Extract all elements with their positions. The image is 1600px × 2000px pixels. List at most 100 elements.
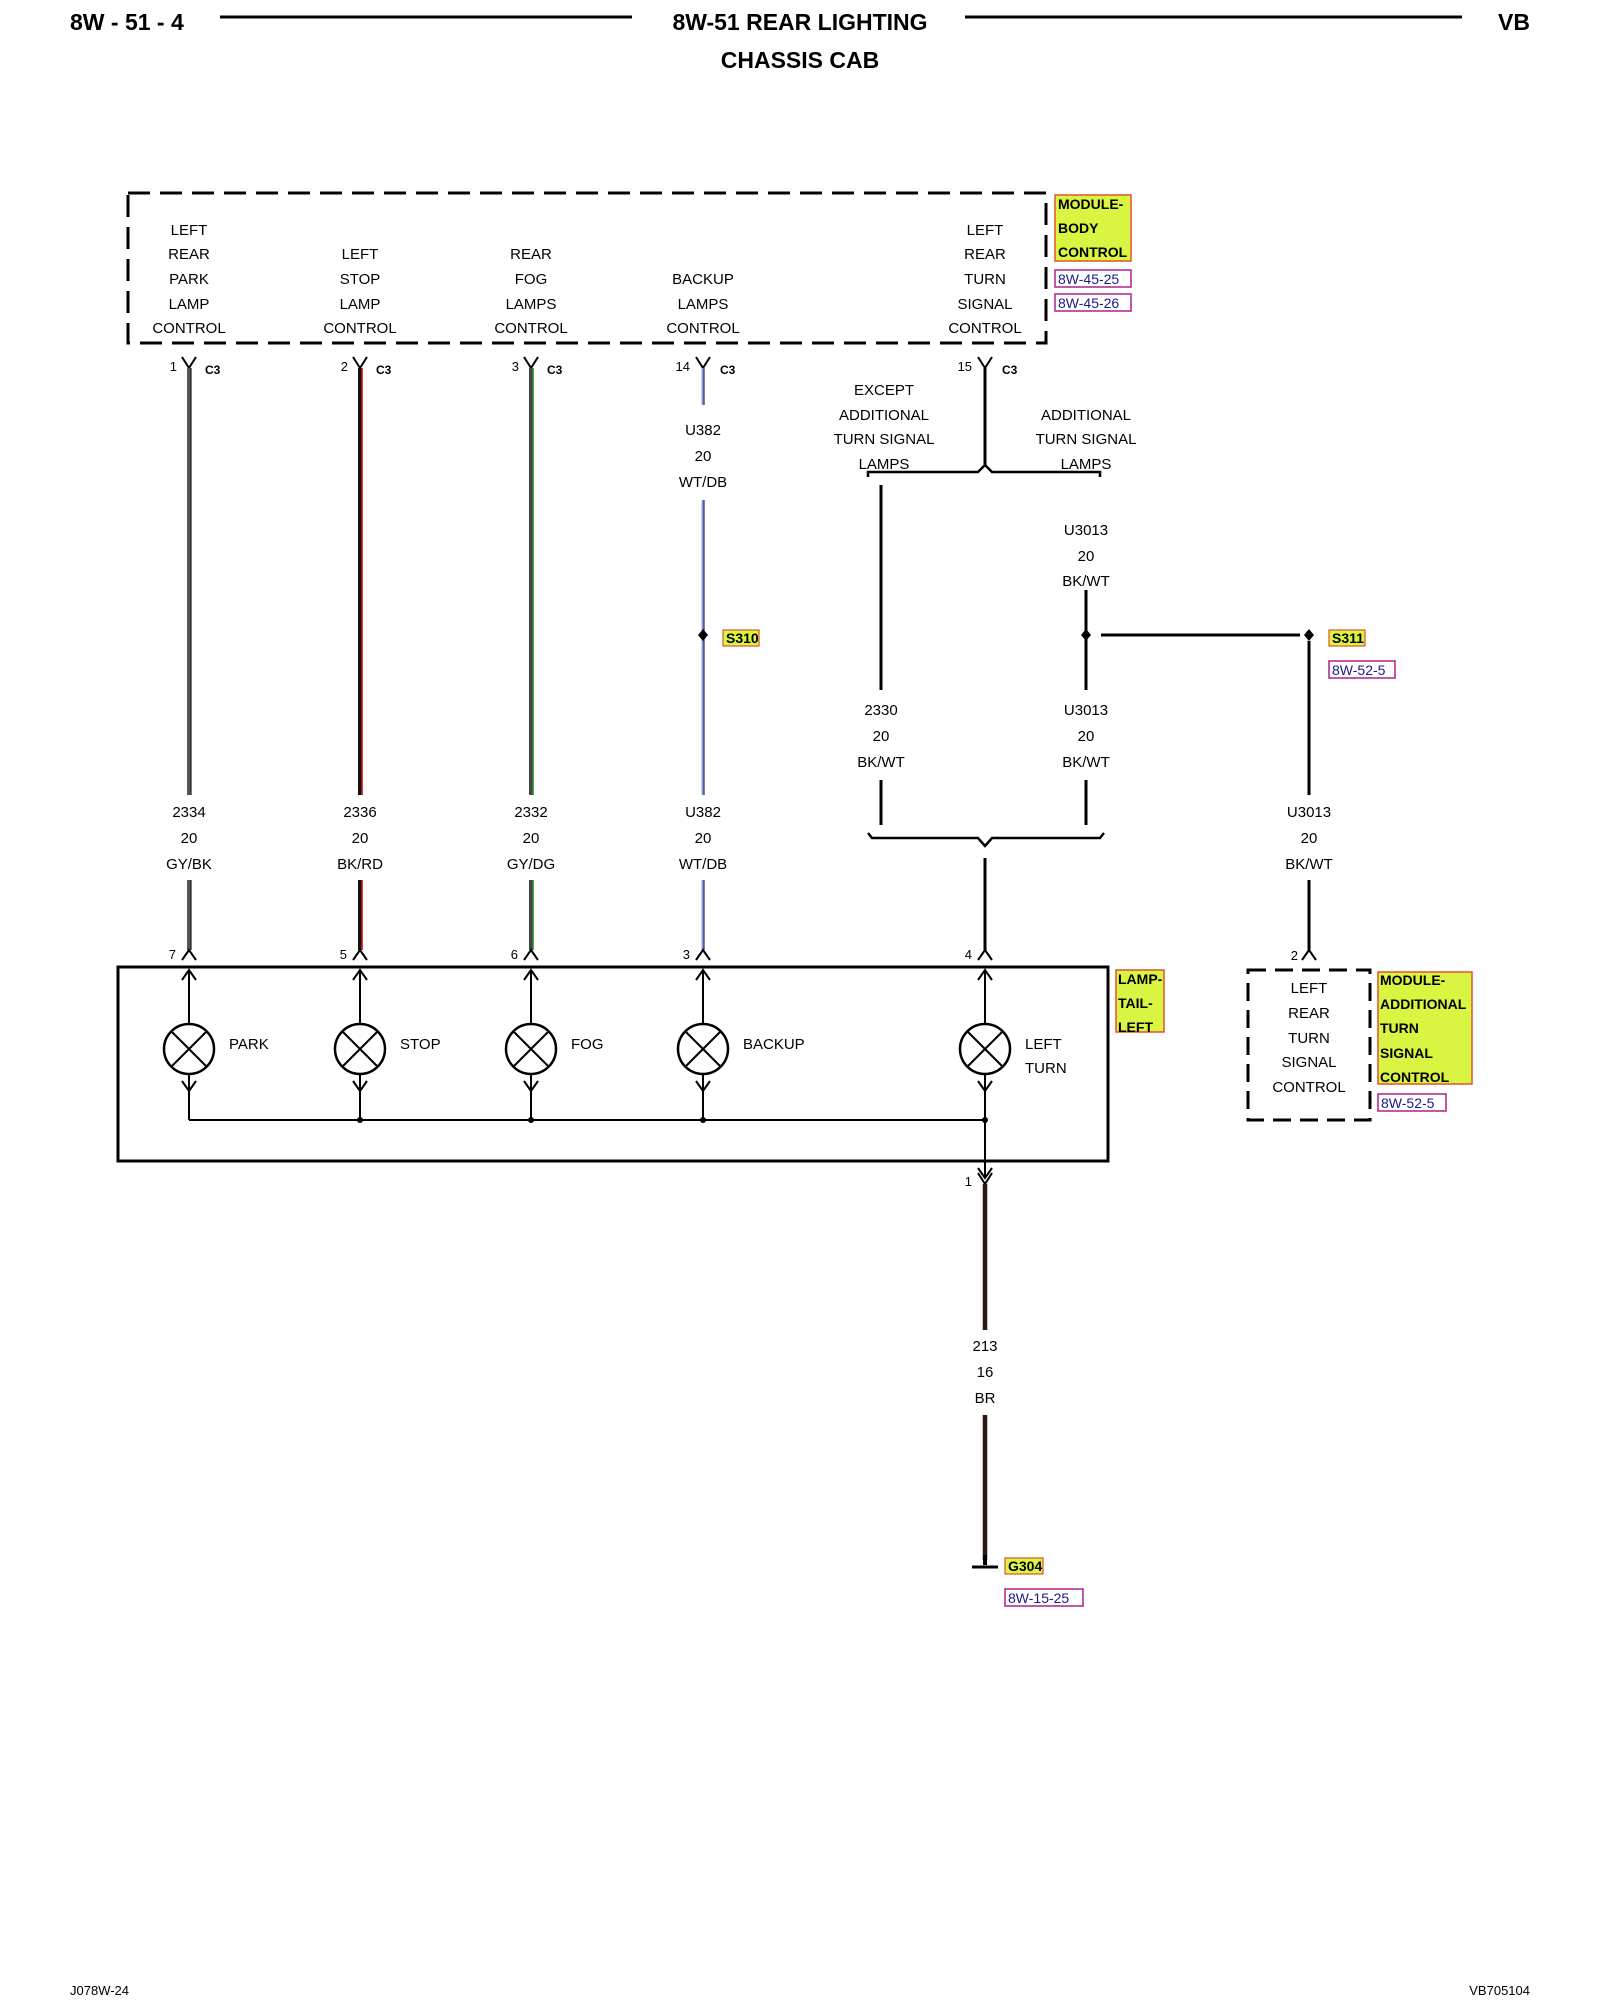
svg-text:REAR: REAR bbox=[168, 246, 210, 263]
bcm-pin-3-label: 3 bbox=[512, 359, 519, 374]
wire-2334[interactable] bbox=[187, 368, 192, 950]
svg-text:U3013: U3013 bbox=[1064, 522, 1108, 539]
svg-text:BK/RD: BK/RD bbox=[337, 856, 383, 873]
svg-text:CONTROL: CONTROL bbox=[1272, 1079, 1345, 1096]
page-title: 8W-51 REAR LIGHTING bbox=[672, 9, 927, 35]
wire-u382[interactable] bbox=[701, 368, 705, 950]
svg-text:BK/WT: BK/WT bbox=[857, 754, 905, 771]
turn-branch-right-label: ADDITIONAL TURN SIGNAL LAMPS bbox=[1036, 407, 1137, 473]
turn-signal-module-tag: MODULE- ADDITIONAL TURN SIGNAL CONTROL bbox=[1377, 971, 1473, 1085]
ground-g304-ref[interactable]: 8W-15-25 bbox=[1004, 1588, 1084, 1607]
footer-right-code: VB705104 bbox=[1469, 1983, 1530, 1998]
lamp-pin-5-terminal bbox=[352, 948, 368, 961]
ats-pin-2-terminal bbox=[1301, 948, 1317, 961]
svg-text:SIGNAL: SIGNAL bbox=[1281, 1054, 1336, 1071]
wire-2332[interactable] bbox=[529, 368, 534, 950]
footer-left-code: J078W-24 bbox=[70, 1983, 129, 1998]
bus-junction-stop bbox=[357, 1117, 363, 1123]
svg-text:WT/DB: WT/DB bbox=[679, 856, 727, 873]
svg-text:CONTROL: CONTROL bbox=[152, 320, 225, 337]
svg-text:STOP: STOP bbox=[340, 271, 381, 288]
svg-text:ADDITIONAL: ADDITIONAL bbox=[839, 407, 929, 424]
splice-s311-tag[interactable]: S311 bbox=[1328, 629, 1366, 647]
splice-s310-tag[interactable]: S310 bbox=[722, 629, 760, 647]
splice-s311-ref[interactable]: 8W-52-5 bbox=[1328, 660, 1396, 679]
ground-g304-tag[interactable]: G304 bbox=[1004, 1557, 1044, 1575]
svg-text:REAR: REAR bbox=[964, 246, 1006, 263]
bcm-pin-14-label: 14 bbox=[676, 359, 690, 374]
svg-text:REAR: REAR bbox=[1288, 1005, 1330, 1022]
turn-signal-module-ref[interactable]: 8W-52-5 bbox=[1377, 1093, 1447, 1112]
bulb-left-turn-label-1: LEFT bbox=[1025, 1036, 1062, 1053]
svg-text:REAR: REAR bbox=[510, 246, 552, 263]
tail-lamp-box bbox=[116, 965, 1110, 1163]
svg-text:2332: 2332 bbox=[514, 804, 547, 821]
svg-text:BK/WT: BK/WT bbox=[1062, 754, 1110, 771]
svg-text:BR: BR bbox=[975, 1390, 996, 1407]
svg-text:8W-45-25: 8W-45-25 bbox=[1058, 271, 1119, 287]
bcm-pin-14-terminal bbox=[695, 356, 711, 370]
bcm-ref-2[interactable]: 8W-45-26 bbox=[1054, 293, 1132, 312]
bcm-pin-2-connector: C3 bbox=[376, 363, 392, 377]
svg-text:LAMPS: LAMPS bbox=[678, 296, 729, 313]
bus-junction-backup bbox=[700, 1117, 706, 1123]
page-number: 8W - 51 - 4 bbox=[70, 9, 184, 35]
svg-text:U3013: U3013 bbox=[1064, 702, 1108, 719]
svg-text:GY/BK: GY/BK bbox=[166, 856, 212, 873]
wire-u3013-lower-label: U3013 20 BK/WT bbox=[1062, 702, 1110, 771]
svg-text:SIGNAL: SIGNAL bbox=[1380, 1045, 1433, 1061]
svg-text:U382: U382 bbox=[685, 422, 721, 439]
svg-text:2334: 2334 bbox=[172, 804, 205, 821]
bcm-pin-15-terminal bbox=[977, 356, 993, 370]
bcm-pin-1-terminal bbox=[181, 356, 197, 370]
bcm-ref-1[interactable]: 8W-45-25 bbox=[1054, 269, 1132, 288]
bcm-pin-3-connector: C3 bbox=[547, 363, 563, 377]
lamp-pin-7-terminal bbox=[181, 948, 197, 961]
bcm-pin-3-terminal bbox=[523, 356, 539, 370]
svg-text:BK/WT: BK/WT bbox=[1062, 573, 1110, 590]
lamp-pin-3-terminal bbox=[695, 948, 711, 961]
bcm-pin-2-label: 2 bbox=[341, 359, 348, 374]
svg-text:20: 20 bbox=[695, 830, 712, 847]
wire-u3013-upper-label: U3013 20 BK/WT bbox=[1062, 522, 1110, 590]
svg-text:20: 20 bbox=[181, 830, 198, 847]
svg-text:PARK: PARK bbox=[169, 271, 209, 288]
svg-text:GY/DG: GY/DG bbox=[507, 856, 555, 873]
svg-text:LEFT: LEFT bbox=[1291, 980, 1328, 997]
bcm-pin-15-label: 15 bbox=[958, 359, 972, 374]
bcm-function-turn: LEFT REAR TURN SIGNAL CONTROL bbox=[948, 222, 1021, 337]
bus-junction-fog bbox=[528, 1117, 534, 1123]
bcm-function-fog: REAR FOG LAMPS CONTROL bbox=[494, 246, 567, 337]
svg-text:LAMP-: LAMP- bbox=[1118, 971, 1163, 987]
bulb-park bbox=[162, 968, 216, 1120]
svg-text:20: 20 bbox=[1078, 548, 1095, 565]
svg-text:CONTROL: CONTROL bbox=[666, 320, 739, 337]
bcm-function-backup: BACKUP LAMPS CONTROL bbox=[666, 271, 739, 337]
svg-text:8W-52-5: 8W-52-5 bbox=[1381, 1095, 1435, 1111]
bcm-function-park: LEFT REAR PARK LAMP CONTROL bbox=[152, 222, 225, 337]
bulb-backup-label: BACKUP bbox=[743, 1036, 805, 1053]
svg-text:16: 16 bbox=[977, 1364, 994, 1381]
svg-text:U3013: U3013 bbox=[1287, 804, 1331, 821]
svg-text:MODULE-: MODULE- bbox=[1380, 972, 1446, 988]
svg-text:U382: U382 bbox=[685, 804, 721, 821]
svg-text:20: 20 bbox=[352, 830, 369, 847]
tail-lamp-tag: LAMP- TAIL- LEFT bbox=[1115, 969, 1165, 1035]
svg-text:ADDITIONAL: ADDITIONAL bbox=[1041, 407, 1131, 424]
svg-text:2330: 2330 bbox=[864, 702, 897, 719]
svg-text:20: 20 bbox=[1301, 830, 1318, 847]
wire-u3013-far-right-label: U3013 20 BK/WT bbox=[1285, 804, 1333, 873]
svg-text:TURN SIGNAL: TURN SIGNAL bbox=[834, 431, 935, 448]
svg-text:S311: S311 bbox=[1332, 630, 1364, 646]
svg-text:G304: G304 bbox=[1008, 1558, 1042, 1574]
turn-upper-branch-bracket bbox=[866, 463, 1102, 477]
svg-text:LAMP: LAMP bbox=[340, 296, 381, 313]
svg-text:EXCEPT: EXCEPT bbox=[854, 382, 914, 399]
bcm-pin-1-connector: C3 bbox=[205, 363, 221, 377]
lamp-pin-4-terminal bbox=[977, 948, 993, 961]
svg-text:TURN SIGNAL: TURN SIGNAL bbox=[1036, 431, 1137, 448]
lamp-pin-1-male bbox=[977, 1167, 993, 1180]
wire-2336[interactable] bbox=[358, 368, 363, 950]
svg-text:WT/DB: WT/DB bbox=[679, 474, 727, 491]
svg-text:LAMPS: LAMPS bbox=[1061, 456, 1112, 473]
